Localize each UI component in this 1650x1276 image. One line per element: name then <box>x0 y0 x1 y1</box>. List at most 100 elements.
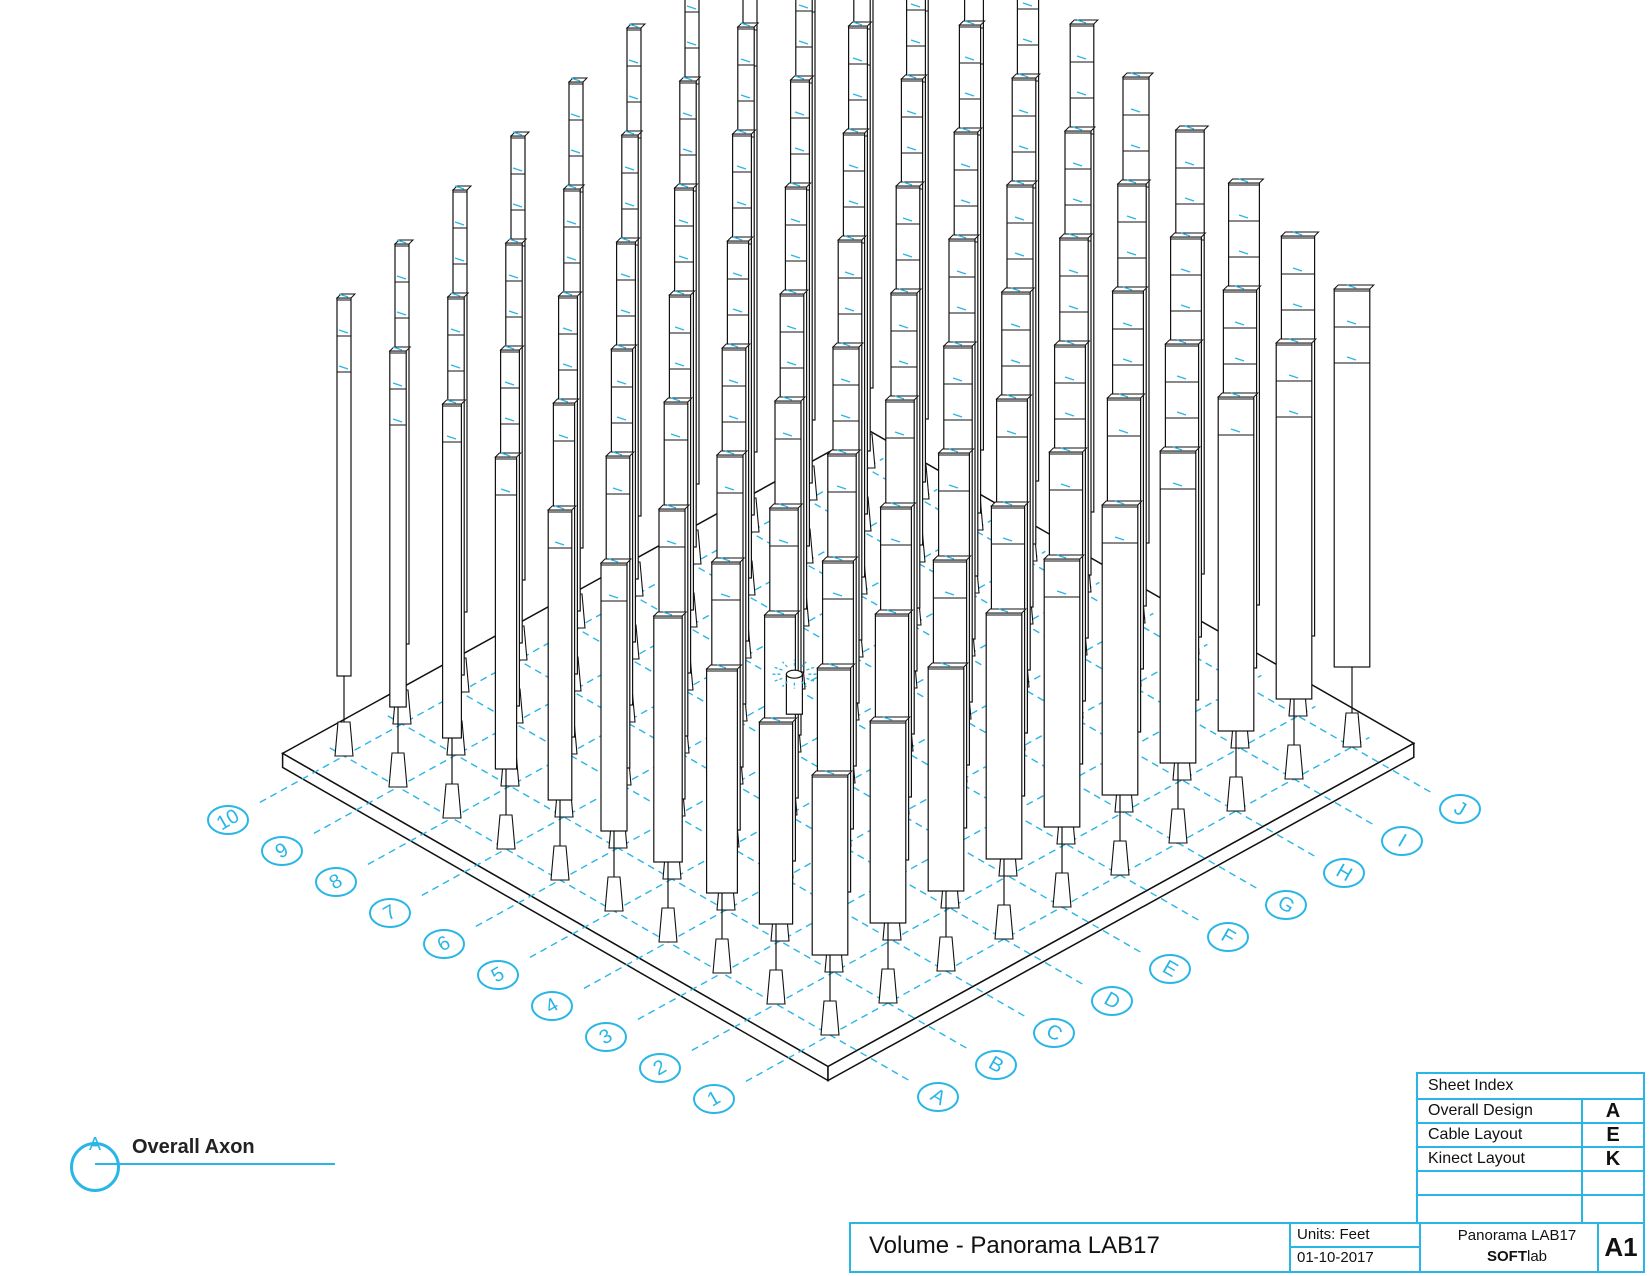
row-gridline <box>745 736 1370 1083</box>
direction-marker <box>1180 304 1191 309</box>
direction-marker <box>1172 446 1183 451</box>
direction-marker <box>608 558 619 563</box>
direction-marker <box>616 344 627 349</box>
direction-marker <box>906 74 917 79</box>
direction-marker <box>740 22 751 27</box>
vertical-panel <box>547 509 573 801</box>
direction-marker <box>832 556 843 561</box>
direction-marker <box>948 484 959 489</box>
sheet-name: Cable Layout <box>1428 1126 1523 1143</box>
direction-marker <box>1002 537 1013 542</box>
direction-marker <box>844 235 855 240</box>
column-grid-bubble <box>1091 986 1133 1016</box>
direction-marker <box>960 163 971 168</box>
direction-marker <box>454 221 465 226</box>
direction-marker <box>666 504 677 509</box>
direction-marker <box>512 203 523 208</box>
direction-marker <box>1002 501 1013 506</box>
direction-marker <box>558 398 569 403</box>
direction-marker <box>674 326 685 331</box>
direction-marker <box>1130 72 1141 77</box>
vertical-panel <box>442 403 463 739</box>
view-bubble-icon <box>70 1142 120 1192</box>
direction-marker <box>1122 358 1133 363</box>
direction-marker <box>1234 285 1245 290</box>
sensor-ray <box>781 681 788 688</box>
direction-marker <box>1180 232 1191 237</box>
direction-marker <box>840 342 851 347</box>
direction-marker <box>732 308 743 313</box>
panel-column <box>441 399 467 819</box>
panel-column <box>652 611 688 943</box>
base-bracket <box>936 936 956 972</box>
direction-marker <box>450 328 461 333</box>
column-grid-bubble <box>1439 794 1481 824</box>
column-grid-bubble <box>1323 858 1365 888</box>
vertical-panel <box>705 668 738 894</box>
direction-marker <box>890 538 901 543</box>
direction-marker <box>1238 214 1249 219</box>
panel-column <box>926 662 970 972</box>
direction-marker <box>1076 91 1087 96</box>
direction-marker <box>1056 590 1067 595</box>
column-grid-bubble <box>975 1050 1017 1080</box>
base-bracket <box>1052 872 1072 908</box>
direction-marker <box>1292 267 1303 272</box>
direction-marker <box>1234 357 1245 362</box>
base-bracket <box>878 968 898 1004</box>
vertical-panel <box>758 721 794 925</box>
direction-marker <box>570 77 581 82</box>
direction-marker <box>728 343 739 348</box>
direction-marker <box>1010 359 1021 364</box>
base-bracket <box>994 904 1014 940</box>
direction-marker <box>454 185 465 190</box>
column-grid-bubble <box>1149 954 1191 984</box>
direction-marker <box>964 20 975 25</box>
direction-marker <box>1018 109 1029 114</box>
direction-marker <box>736 165 747 170</box>
direction-marker <box>740 58 751 63</box>
direction-marker <box>898 288 909 293</box>
column-grid-bubble <box>1033 1018 1075 1048</box>
direction-marker <box>948 448 959 453</box>
direction-marker <box>1126 251 1137 256</box>
direction-marker <box>686 41 697 46</box>
vertical-panel <box>1043 558 1081 828</box>
direction-marker <box>1238 178 1249 183</box>
sensor-ray <box>773 666 783 671</box>
firm-logo-light: lab <box>1526 1248 1548 1265</box>
direction-marker <box>960 127 971 132</box>
sheet-name: Overall Design <box>1428 1102 1533 1119</box>
panel-column <box>494 452 522 850</box>
title-block-divider <box>1419 1224 1421 1271</box>
direction-marker <box>666 540 677 545</box>
direction-marker <box>1126 179 1137 184</box>
sheet-index-table: Sheet Index Overall Design A Cable Layou… <box>1416 1072 1645 1224</box>
direction-marker <box>620 273 631 278</box>
panel-column <box>758 717 798 1005</box>
direction-marker <box>790 254 801 259</box>
direction-marker <box>1006 430 1017 435</box>
direction-marker <box>624 130 635 135</box>
direction-marker <box>678 183 689 188</box>
column-grid-bubble <box>917 1082 959 1112</box>
direction-marker <box>848 200 859 205</box>
direction-marker <box>956 306 967 311</box>
sheet-number: A1 <box>1604 1232 1638 1262</box>
sheet-index-header: Sheet Index <box>1418 1074 1643 1100</box>
view-label: A Overall Axon <box>70 1126 335 1192</box>
direction-marker <box>794 111 805 116</box>
direction-marker <box>728 379 739 384</box>
vertical-panel <box>1101 504 1139 796</box>
direction-marker <box>886 609 897 614</box>
direction-marker <box>940 662 951 667</box>
sensor-ray <box>800 661 807 668</box>
sheet-index-row: Kinect Layout K <box>1418 1148 1643 1172</box>
direction-marker <box>570 149 581 154</box>
row-grid-bubble <box>531 991 573 1021</box>
firm-logo: SOFTlab <box>1427 1248 1607 1265</box>
direction-marker <box>964 56 975 61</box>
direction-marker <box>1072 126 1083 131</box>
panel-column <box>810 770 854 1036</box>
direction-marker <box>624 202 635 207</box>
